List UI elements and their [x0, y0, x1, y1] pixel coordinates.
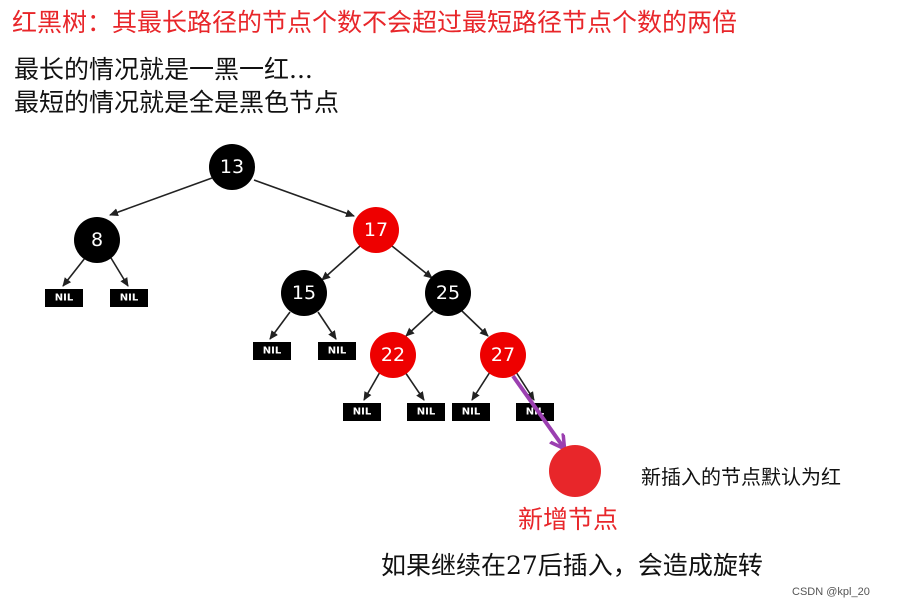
edge-13-17 — [253, 179, 355, 218]
node-17: 17 — [353, 207, 399, 253]
watermark: CSDN @kpl_20 — [792, 586, 870, 598]
insert-arrow — [511, 374, 564, 448]
edge-25-27 — [461, 310, 489, 337]
edge-17-15 — [321, 245, 361, 281]
node-8: 8 — [74, 217, 120, 263]
node-25: 25 — [425, 270, 471, 316]
edge-22-nil — [363, 371, 381, 401]
svg-text:NIL: NIL — [353, 407, 372, 418]
nil-leaf: NIL — [407, 403, 445, 421]
new-node — [549, 445, 601, 497]
node-13: 13 — [209, 144, 255, 190]
node-27: 27 — [480, 332, 526, 378]
svg-text:NIL: NIL — [55, 293, 74, 304]
svg-text:8: 8 — [91, 229, 103, 251]
shortest-case-text: 最短的情况就是全是黑色节点 — [14, 88, 340, 117]
nil-leaf: NIL — [253, 342, 291, 360]
svg-text:NIL: NIL — [526, 407, 545, 418]
nil-leaf: NIL — [45, 289, 83, 307]
longest-case-text: 最长的情况就是一黑一红... — [14, 55, 313, 84]
nil-leaves: NIL NIL NIL NIL NIL NIL NIL NIL — [45, 289, 554, 421]
nil-leaf: NIL — [110, 289, 148, 307]
diagram-title: 红黑树：其最长路径的节点个数不会超过最短路径节点个数的两倍 — [12, 8, 738, 37]
edge-13-8 — [109, 177, 213, 217]
edge-27-nil — [471, 371, 491, 401]
nil-leaf: NIL — [452, 403, 490, 421]
rotation-note: 如果继续在27后插入，会造成旋转 — [381, 551, 763, 580]
edge-17-25 — [391, 245, 433, 279]
new-node-label: 新增节点 — [518, 505, 619, 534]
svg-text:15: 15 — [292, 282, 316, 304]
svg-text:NIL: NIL — [462, 407, 481, 418]
svg-text:22: 22 — [381, 344, 405, 366]
svg-text:17: 17 — [364, 219, 388, 241]
tree-nodes: 13 8 17 15 25 22 27 — [74, 144, 526, 378]
edge-25-22 — [405, 310, 434, 337]
svg-text:NIL: NIL — [263, 346, 282, 357]
edge-8-nil — [62, 257, 86, 287]
node-22: 22 — [370, 332, 416, 378]
nil-leaf: NIL — [516, 403, 554, 421]
edge-15-nil — [317, 311, 337, 340]
edge-8-nil — [110, 257, 129, 287]
edge-15-nil — [269, 311, 291, 340]
nil-leaf: NIL — [318, 342, 356, 360]
svg-text:27: 27 — [491, 344, 515, 366]
svg-text:13: 13 — [220, 156, 244, 178]
new-node-default-note: 新插入的节点默认为红 — [641, 467, 841, 489]
svg-text:NIL: NIL — [328, 346, 347, 357]
edge-27-nil — [515, 371, 535, 401]
edge-22-nil — [404, 371, 425, 401]
node-15: 15 — [281, 270, 327, 316]
svg-text:NIL: NIL — [120, 293, 139, 304]
svg-text:25: 25 — [436, 282, 460, 304]
tree-edges — [62, 177, 535, 401]
svg-text:NIL: NIL — [417, 407, 436, 418]
nil-leaf: NIL — [343, 403, 381, 421]
